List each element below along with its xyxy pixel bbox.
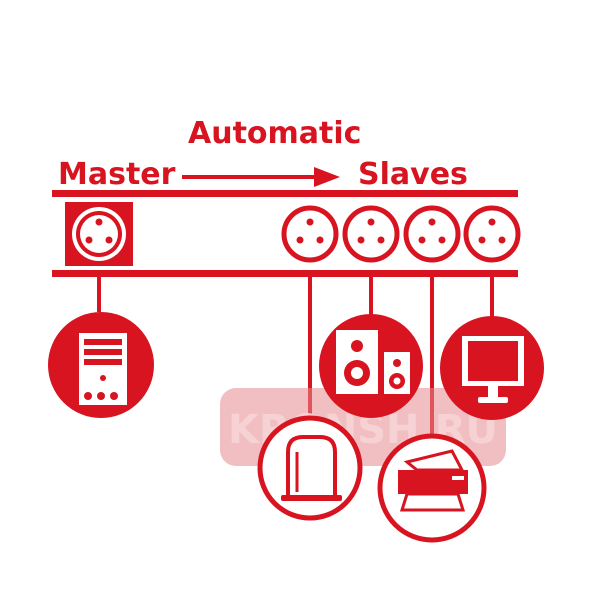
power-strip-bottom-rail [52, 270, 518, 277]
external-drive-icon [257, 415, 363, 521]
master-socket [65, 202, 133, 266]
automatic-arrow [182, 167, 340, 187]
slaves-label: Slaves [358, 157, 468, 192]
master-label: Master [58, 157, 176, 192]
printer-icon [377, 433, 487, 543]
slave-socket [403, 205, 461, 263]
monitor-icon [440, 316, 544, 420]
automatic-label: Automatic [188, 116, 361, 151]
power-strip-top-rail [52, 190, 518, 197]
slave-socket [463, 205, 521, 263]
pc-tower-icon [48, 312, 154, 418]
speakers-icon [319, 314, 423, 418]
slave-socket [281, 205, 339, 263]
slave-socket [342, 205, 400, 263]
